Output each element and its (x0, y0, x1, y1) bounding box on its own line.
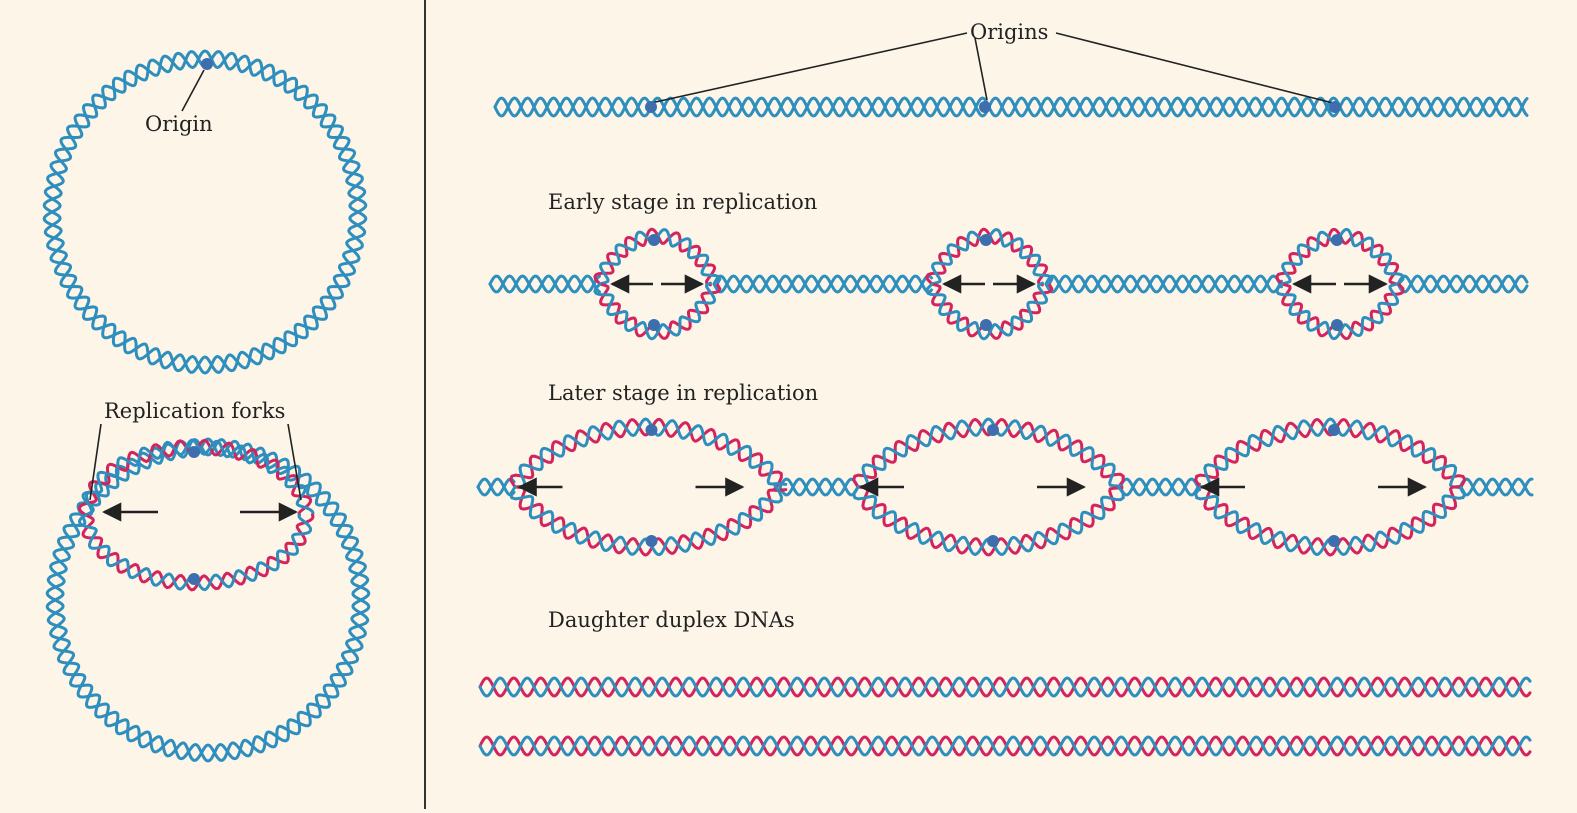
later-origin-bottom-3 (1328, 535, 1340, 547)
later-linker-1-strand-b (476, 477, 516, 497)
early-origin-bottom-3 (1331, 319, 1343, 331)
replication-forks-label: Replication forks (104, 399, 285, 423)
linear-origin-dot-1 (645, 101, 657, 113)
left-bubble-lower-daughter-strand (81, 513, 315, 592)
early-origin-top-1 (648, 234, 660, 246)
linear-origin-dot-3 (1329, 101, 1341, 113)
top-circular-dna-strand-a (42, 50, 368, 375)
later-origin-top-3 (1328, 424, 1340, 436)
linear-origin-dot-2 (979, 101, 991, 113)
early-bubble-1-upper-daughter-strand (593, 227, 717, 287)
left-origin-dot (201, 58, 213, 70)
early-bubble-3-lower-parental-strand (1275, 282, 1400, 341)
later-bubble-3-lower-daughter-strand (1198, 485, 1461, 557)
origin-label: Origin (145, 112, 213, 136)
later-bubble-1-upper-parental-strand (513, 417, 788, 489)
linear-dna-strand-b (493, 96, 1529, 118)
later-linker-4-strand-b (1458, 477, 1534, 497)
early-bubble-2-upper-daughter-strand (925, 227, 1049, 287)
later-bubble-1-lower-daughter-strand (513, 485, 788, 557)
origins-label: Origins (970, 20, 1048, 44)
later-bubble-1-lower-parental-strand (509, 482, 783, 557)
early-origin-top-2 (980, 234, 992, 246)
left-bubble-upper-parental-strand (81, 438, 315, 517)
later-linker-1-strand-a (476, 477, 516, 497)
origin-markers (188, 58, 1343, 585)
daughter-duplex-2-strand-a (478, 735, 1532, 757)
early-linker-3-strand-a (1044, 274, 1283, 294)
linear-dna-strand-a (493, 96, 1529, 118)
origins-leader-3 (1055, 32, 1334, 104)
later-bubble-2-lower-daughter-strand (856, 485, 1124, 557)
leader-lines (89, 32, 1334, 501)
early-origin-top-3 (1331, 234, 1343, 246)
later-bubble-3-upper-parental-strand (1198, 417, 1461, 489)
bottom-circular-dna-strand-a (45, 438, 371, 763)
later-bubble-2-upper-daughter-strand (852, 418, 1125, 490)
origin-leader-line (181, 69, 205, 112)
daughter-duplex-1-strand-a (478, 676, 1532, 698)
later-origin-top-1 (645, 424, 658, 436)
later-stage-label: Later stage in replication (548, 381, 818, 405)
later-bubble-3-upper-daughter-strand (1194, 418, 1467, 489)
later-bubble-2-upper-parental-strand (856, 417, 1124, 489)
later-linker-2-strand-a (778, 477, 860, 497)
early-linker-2-strand-a (712, 274, 933, 294)
daughter-duplex-label: Daughter duplex DNAs (548, 608, 795, 632)
later-linker-4-strand-a (1458, 477, 1534, 497)
early-bubble-1-lower-parental-strand (593, 281, 717, 341)
early-linker-4-strand-a (1396, 274, 1529, 294)
early-origin-bottom-1 (648, 319, 660, 331)
later-linker-3-strand-a (1118, 477, 1201, 497)
early-stage-label: Early stage in replication (548, 190, 817, 214)
later-origin-bottom-1 (645, 535, 658, 547)
fork-leader-left (89, 423, 102, 501)
early-linker-1-strand-a (488, 274, 601, 294)
origins-leader-1 (650, 32, 968, 104)
early-origin-bottom-2 (980, 319, 992, 331)
left-bubble-origin-top (188, 446, 200, 458)
fork-leader-right (287, 423, 302, 501)
fork-direction-arrows (102, 274, 1427, 522)
origins-leader-2 (974, 37, 988, 101)
early-bubble-2-lower-parental-strand (925, 281, 1049, 341)
left-bubble-origin-bottom (188, 573, 200, 585)
later-origin-top-2 (987, 424, 999, 436)
later-origin-bottom-2 (987, 535, 999, 547)
